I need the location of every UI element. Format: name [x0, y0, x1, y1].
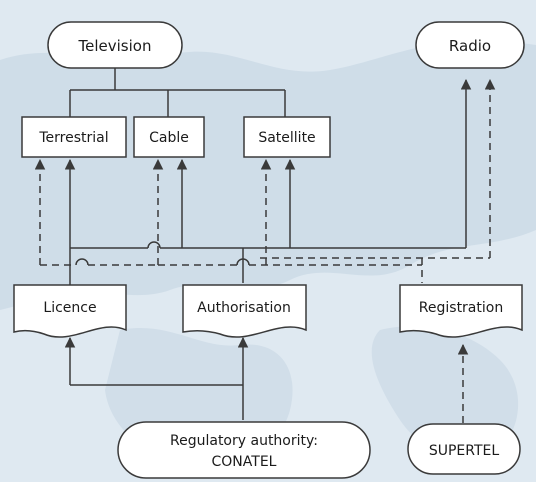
- authorisation-node: Authorisation: [182, 284, 307, 338]
- television-node: Television: [47, 21, 183, 69]
- television-tree-lines: [69, 68, 286, 117]
- supertel-node: SUPERTEL: [407, 423, 521, 475]
- regulator-label-line2: CONATEL: [212, 454, 277, 470]
- supertel-label: SUPERTEL: [429, 443, 500, 459]
- regulator-solid-lines: [64, 336, 249, 420]
- terrestrial-label: Terrestrial: [38, 130, 108, 146]
- cable-node: Cable: [133, 116, 205, 158]
- cable-label: Cable: [149, 130, 189, 146]
- satellite-node: Satellite: [243, 116, 331, 158]
- licence-node: Licence: [13, 284, 127, 338]
- authorisation-solid-lines: [64, 78, 472, 285]
- radio-node: Radio: [415, 21, 525, 69]
- regulatory-authority-node: Regulatory authority: CONATEL: [117, 421, 371, 479]
- terrestrial-node: Terrestrial: [21, 116, 127, 158]
- registration-node: Registration: [399, 284, 523, 338]
- television-label: Television: [78, 37, 152, 55]
- satellite-label: Satellite: [258, 130, 315, 146]
- licence-label: Licence: [43, 300, 96, 316]
- authorisation-label: Authorisation: [197, 300, 291, 316]
- registration-label: Registration: [419, 300, 503, 316]
- regulator-label-line1: Regulatory authority:: [170, 433, 318, 449]
- map-landmass-north: [0, 40, 536, 310]
- registration-dashed-lines: [34, 78, 496, 423]
- radio-label: Radio: [449, 37, 491, 55]
